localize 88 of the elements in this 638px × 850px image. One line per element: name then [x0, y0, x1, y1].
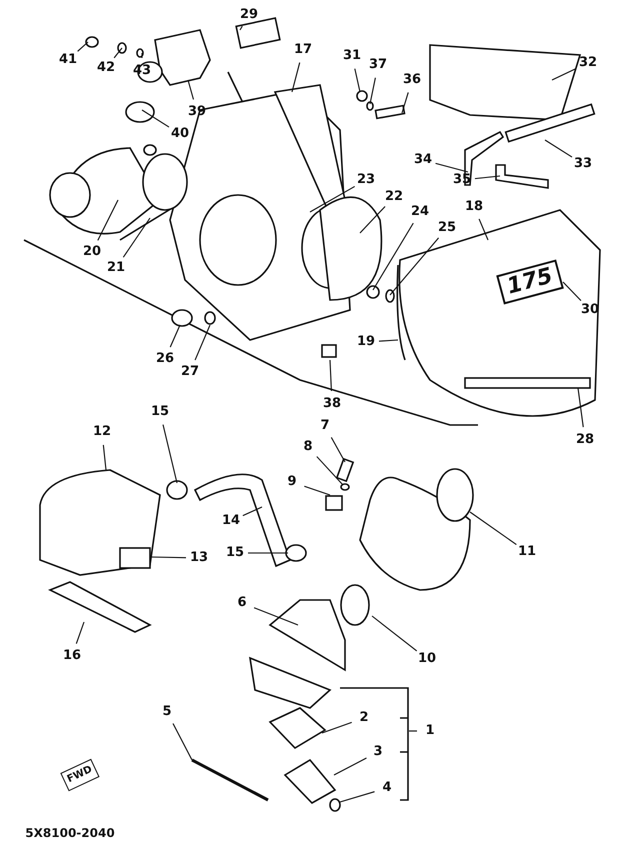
leader-line	[142, 110, 170, 128]
callout-number: 10	[418, 652, 436, 666]
callout-number: 19	[356, 335, 376, 349]
leader-line	[194, 324, 210, 360]
callout-number: 24	[410, 205, 430, 219]
leader-line	[354, 68, 361, 92]
callout-number: 21	[106, 261, 126, 275]
callout-number: 31	[342, 49, 362, 63]
leader-line	[470, 512, 517, 545]
callout-number: 15	[226, 546, 244, 560]
leader-line	[240, 26, 243, 30]
callout-number: 14	[222, 514, 240, 528]
leader-line	[544, 140, 572, 158]
callout-number: 33	[574, 157, 592, 171]
leader-line	[304, 486, 330, 496]
callout-number: 9	[287, 475, 297, 489]
leader-line	[372, 222, 414, 290]
callout-number: 8	[303, 440, 313, 454]
leader-line	[172, 723, 192, 760]
leader-line	[562, 282, 582, 302]
leader-line	[162, 424, 178, 484]
callout-number: 2	[359, 711, 369, 725]
callout-number: 20	[82, 245, 102, 259]
leader-line	[242, 506, 262, 516]
leader-line	[122, 218, 150, 258]
callout-number: 3	[373, 745, 383, 759]
leader-line	[254, 607, 298, 626]
leader-line	[114, 48, 122, 58]
leader-line	[552, 68, 576, 80]
callout-number: 25	[438, 221, 456, 235]
leader-line	[334, 758, 367, 776]
callout-number: 37	[368, 58, 388, 72]
callout-number: 13	[190, 551, 208, 565]
leader-line	[77, 42, 88, 52]
air-intake-drawing	[23, 17, 601, 812]
callout-number: 1	[425, 724, 435, 738]
callout-number: 30	[580, 303, 600, 317]
leader-line	[435, 162, 468, 173]
callout-number: 32	[578, 56, 598, 70]
leader-line	[170, 324, 180, 348]
leader-line	[390, 238, 439, 296]
callout-number: 34	[414, 153, 432, 167]
leader-line	[360, 206, 386, 234]
leader-line	[369, 78, 376, 104]
leader-line	[409, 730, 417, 732]
callout-number: 38	[322, 397, 342, 411]
callout-number: 22	[384, 190, 404, 204]
callout-number: 27	[180, 365, 200, 379]
leader-line	[340, 791, 375, 803]
callout-number: 6	[237, 596, 247, 610]
leader-line	[329, 360, 332, 392]
leader-line	[322, 722, 352, 734]
callout-number: 15	[150, 405, 170, 419]
leader-line	[310, 186, 355, 212]
leader-line	[372, 616, 418, 652]
callout-number: 40	[170, 127, 190, 141]
callout-number: 12	[92, 425, 112, 439]
callout-number: 36	[402, 73, 422, 87]
callout-number: 26	[156, 352, 174, 366]
leader-line	[330, 437, 346, 462]
callout-number: 42	[96, 61, 116, 75]
leader-line	[102, 444, 107, 470]
callout-number: 16	[62, 649, 82, 663]
leader-line	[474, 175, 500, 180]
leader-line	[401, 92, 409, 114]
callout-number: 5	[162, 705, 172, 719]
callout-number: 4	[382, 781, 392, 795]
leader-line	[248, 552, 288, 554]
callout-number: 23	[356, 173, 376, 187]
leader-line	[76, 622, 85, 644]
callout-number: 41	[58, 53, 78, 67]
callout-number: 18	[464, 200, 484, 214]
leader-line	[378, 339, 398, 342]
leader-line	[577, 388, 584, 428]
leader-line	[97, 200, 118, 241]
leader-line	[141, 53, 143, 58]
forward-icon: FWD	[60, 758, 100, 792]
leader-line	[187, 80, 194, 100]
callout-number: 17	[294, 43, 312, 57]
leader-line	[291, 62, 300, 92]
callout-number: 29	[240, 8, 258, 22]
callout-number: 11	[518, 545, 536, 559]
leader-line	[478, 218, 488, 240]
diagram-code: 5X8100-2040	[25, 825, 115, 841]
leader-line	[150, 556, 186, 558]
leader-line	[316, 456, 344, 486]
callout-number: 28	[576, 433, 594, 447]
callout-number: 7	[320, 419, 330, 433]
